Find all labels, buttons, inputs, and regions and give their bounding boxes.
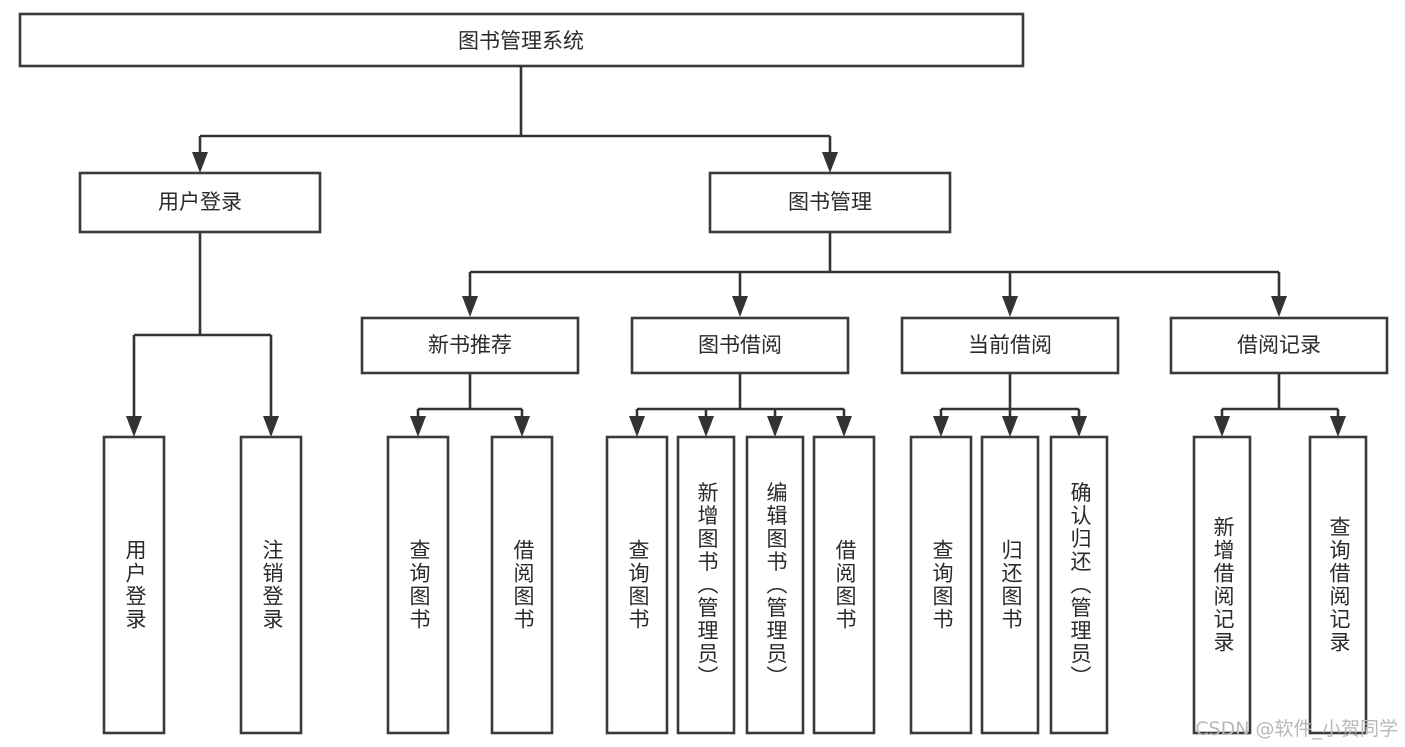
node-root[interactable]: 图书管理系统 <box>18 12 1025 68</box>
arrow-head-book-manage <box>822 152 838 173</box>
arrow-head-leaf-query-book-3 <box>933 416 949 437</box>
arrow-head-leaf-add-book <box>698 416 714 437</box>
node-leaf-logout-login-label: 注销登录 <box>260 539 284 631</box>
node-book-borrow-label: 图书借阅 <box>698 333 782 357</box>
node-leaf-confirm-return[interactable]: 确认归还（管理员） <box>1049 435 1109 735</box>
node-leaf-add-book-label: 新增图书（管理员） <box>695 482 719 689</box>
csdn-watermark: CSDN @软件_小贺同学 <box>1195 718 1398 740</box>
connector-group-user-login <box>126 232 279 437</box>
node-current-borrow[interactable]: 当前借阅 <box>900 316 1120 375</box>
node-leaf-query-book-3-label: 查询图书 <box>930 539 954 631</box>
arrow-head-leaf-edit-book <box>767 416 783 437</box>
node-leaf-user-login-label: 用户登录 <box>123 539 147 631</box>
node-leaf-borrow-book-2[interactable]: 借阅图书 <box>812 435 876 735</box>
node-leaf-query-book-1[interactable]: 查询图书 <box>386 435 450 735</box>
arrow-head-leaf-borrow-book-1 <box>514 416 530 437</box>
node-leaf-edit-book-label: 编辑图书（管理员） <box>764 482 788 689</box>
node-new-book-recommend[interactable]: 新书推荐 <box>360 316 580 375</box>
arrow-head-leaf-add-record <box>1214 416 1230 437</box>
node-user-login-box[interactable] <box>78 171 322 234</box>
node-borrow-record[interactable]: 借阅记录 <box>1169 316 1389 375</box>
node-leaf-add-record-label: 新增借阅记录 <box>1211 516 1235 654</box>
node-root-box[interactable] <box>18 12 1025 68</box>
node-leaf-query-record-box[interactable] <box>1308 435 1368 735</box>
node-leaf-logout-login-box[interactable] <box>239 435 303 735</box>
arrow-head-leaf-user-login <box>126 416 142 437</box>
node-leaf-confirm-return-label: 确认归还（管理员） <box>1068 482 1092 689</box>
node-leaf-borrow-book-1-label: 借阅图书 <box>511 539 535 631</box>
node-new-book-recommend-label: 新书推荐 <box>428 333 512 357</box>
node-user-login-label: 用户登录 <box>158 190 242 214</box>
node-leaf-borrow-book-2-label: 借阅图书 <box>833 539 857 631</box>
connector-group-current-borrow <box>933 373 1087 437</box>
node-leaf-borrow-book-2-box[interactable] <box>812 435 876 735</box>
node-leaf-return-book-box[interactable] <box>980 435 1040 735</box>
arrow-head-leaf-confirm-return <box>1071 416 1087 437</box>
node-book-borrow-box[interactable] <box>630 316 850 375</box>
node-current-borrow-box[interactable] <box>900 316 1120 375</box>
node-borrow-record-label: 借阅记录 <box>1237 333 1321 357</box>
node-leaf-return-book-label: 归还图书 <box>999 539 1023 631</box>
arrow-head-user-login <box>192 152 208 173</box>
node-leaf-edit-book-box[interactable] <box>745 435 805 735</box>
node-leaf-query-record[interactable]: 查询借阅记录 <box>1308 435 1368 735</box>
node-leaf-query-book-3-box[interactable] <box>909 435 973 735</box>
connector-group-borrow-record <box>1214 373 1346 437</box>
arrow-head-leaf-logout-login <box>263 416 279 437</box>
node-leaf-query-book-3[interactable]: 查询图书 <box>909 435 973 735</box>
node-book-borrow[interactable]: 图书借阅 <box>630 316 850 375</box>
arrow-head-new-book-recommend <box>462 296 478 317</box>
node-leaf-logout-login[interactable]: 注销登录 <box>239 435 303 735</box>
node-leaf-query-book-1-box[interactable] <box>386 435 450 735</box>
node-leaf-query-book-2[interactable]: 查询图书 <box>605 435 669 735</box>
node-leaf-query-record-label: 查询借阅记录 <box>1327 516 1351 654</box>
connector-group-book-borrow <box>629 373 852 437</box>
node-leaf-borrow-book-1-box[interactable] <box>490 435 554 735</box>
node-leaf-query-book-2-box[interactable] <box>605 435 669 735</box>
node-new-book-recommend-box[interactable] <box>360 316 580 375</box>
connector-group-new-book-recommend <box>410 373 530 437</box>
arrow-head-book-borrow <box>732 296 748 317</box>
node-leaf-edit-book[interactable]: 编辑图书（管理员） <box>745 435 805 735</box>
arrow-head-current-borrow <box>1002 296 1018 317</box>
arrow-head-leaf-query-book-2 <box>629 416 645 437</box>
node-book-manage-label: 图书管理 <box>788 190 872 214</box>
connector-group-book-manage <box>462 232 1287 317</box>
node-leaf-user-login-box[interactable] <box>102 435 166 735</box>
node-leaf-query-book-2-label: 查询图书 <box>626 539 650 631</box>
arrow-head-leaf-query-book-1 <box>410 416 426 437</box>
node-borrow-record-box[interactable] <box>1169 316 1389 375</box>
arrow-head-borrow-record <box>1271 296 1287 317</box>
node-leaf-query-book-1-label: 查询图书 <box>407 539 431 631</box>
node-leaf-add-book-box[interactable] <box>676 435 736 735</box>
node-leaf-return-book[interactable]: 归还图书 <box>980 435 1040 735</box>
arrow-head-leaf-borrow-book-2 <box>836 416 852 437</box>
node-user-login[interactable]: 用户登录 <box>78 171 322 234</box>
arrow-head-leaf-query-record <box>1330 416 1346 437</box>
node-leaf-borrow-book-1[interactable]: 借阅图书 <box>490 435 554 735</box>
node-book-manage-box[interactable] <box>708 171 952 234</box>
node-root-label: 图书管理系统 <box>458 29 584 53</box>
connector-group-root <box>192 66 838 173</box>
node-leaf-add-record[interactable]: 新增借阅记录 <box>1192 435 1252 735</box>
node-leaf-confirm-return-box[interactable] <box>1049 435 1109 735</box>
arrow-head-leaf-return-book <box>1002 416 1018 437</box>
node-book-manage[interactable]: 图书管理 <box>708 171 952 234</box>
node-leaf-user-login[interactable]: 用户登录 <box>102 435 166 735</box>
node-leaf-add-record-box[interactable] <box>1192 435 1252 735</box>
node-current-borrow-label: 当前借阅 <box>968 333 1052 357</box>
node-leaf-add-book[interactable]: 新增图书（管理员） <box>676 435 736 735</box>
